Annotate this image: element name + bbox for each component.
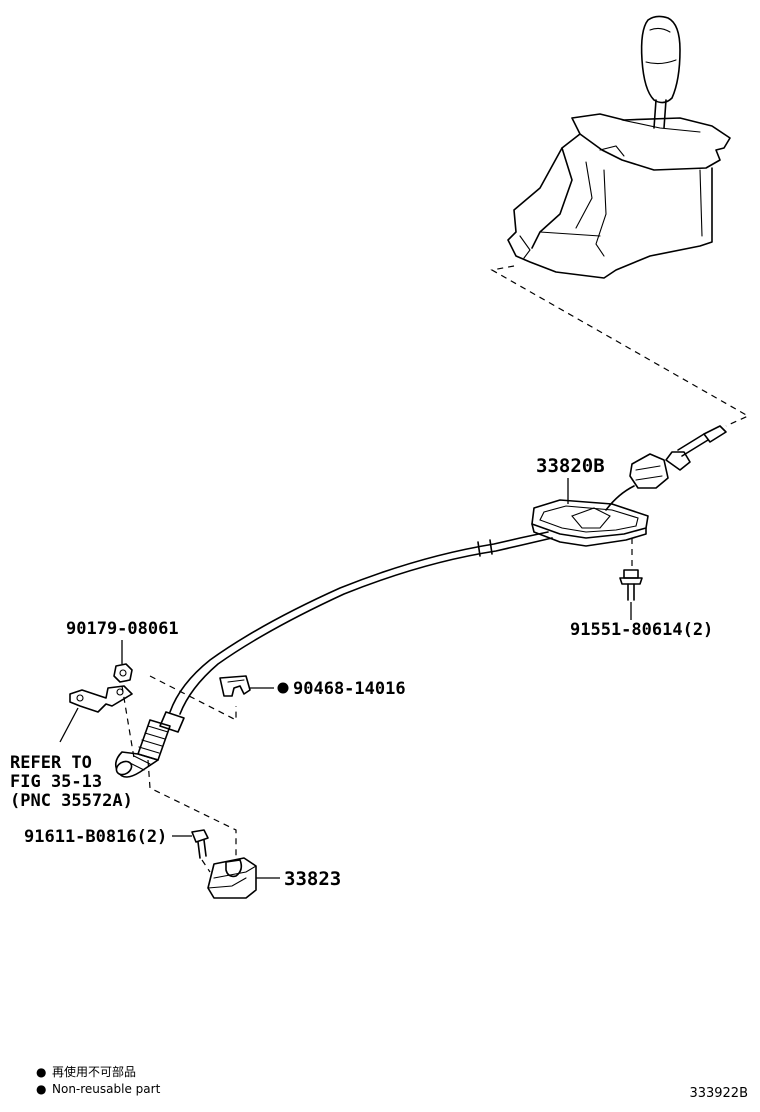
dashed-connector-bolt2: [201, 859, 211, 873]
legend-bullet-en: ●: [36, 1082, 46, 1096]
label-pnc-35572a: (PNC 35572A): [10, 791, 133, 811]
shift-cable-assembly: [114, 425, 727, 778]
label-33823: 33823: [284, 868, 341, 890]
label-refer-to: REFER TO: [10, 753, 92, 773]
dashed-connector-nut: [121, 685, 135, 759]
bolt-91551-80614: [619, 569, 643, 601]
nut-90179-08061: [113, 663, 133, 683]
label-90468-14016: 90468-14016: [293, 679, 406, 699]
dashed-connector-clip: [149, 675, 237, 721]
label-90179-08061: 90179-08061: [66, 619, 179, 639]
shift-lever-assembly: [507, 15, 731, 279]
clip-90468-14016: [219, 675, 251, 697]
legend-bullet-ja: ●: [36, 1065, 46, 1079]
label-91611-b0816: 91611-B0816(2): [24, 827, 167, 847]
bracket-33823: [207, 857, 257, 899]
dashed-connector-bracket: [147, 759, 237, 860]
figure-code: 333922B: [689, 1086, 748, 1101]
leader-refer: [59, 707, 79, 743]
label-fig-35-13: FIG 35-13: [10, 772, 102, 792]
bracket-refer-fig: [69, 685, 133, 713]
label-91551-80614: 91551-80614(2): [570, 620, 713, 640]
legend-text-en: Non-reusable part: [52, 1082, 161, 1096]
non-reusable-mark: [277, 682, 289, 694]
label-33820b: 33820B: [536, 455, 605, 477]
bolt-91611-b0816: [191, 829, 209, 859]
dashed-connector-lever: [490, 265, 750, 427]
legend-text-ja: 再使用不可部品: [52, 1064, 136, 1079]
